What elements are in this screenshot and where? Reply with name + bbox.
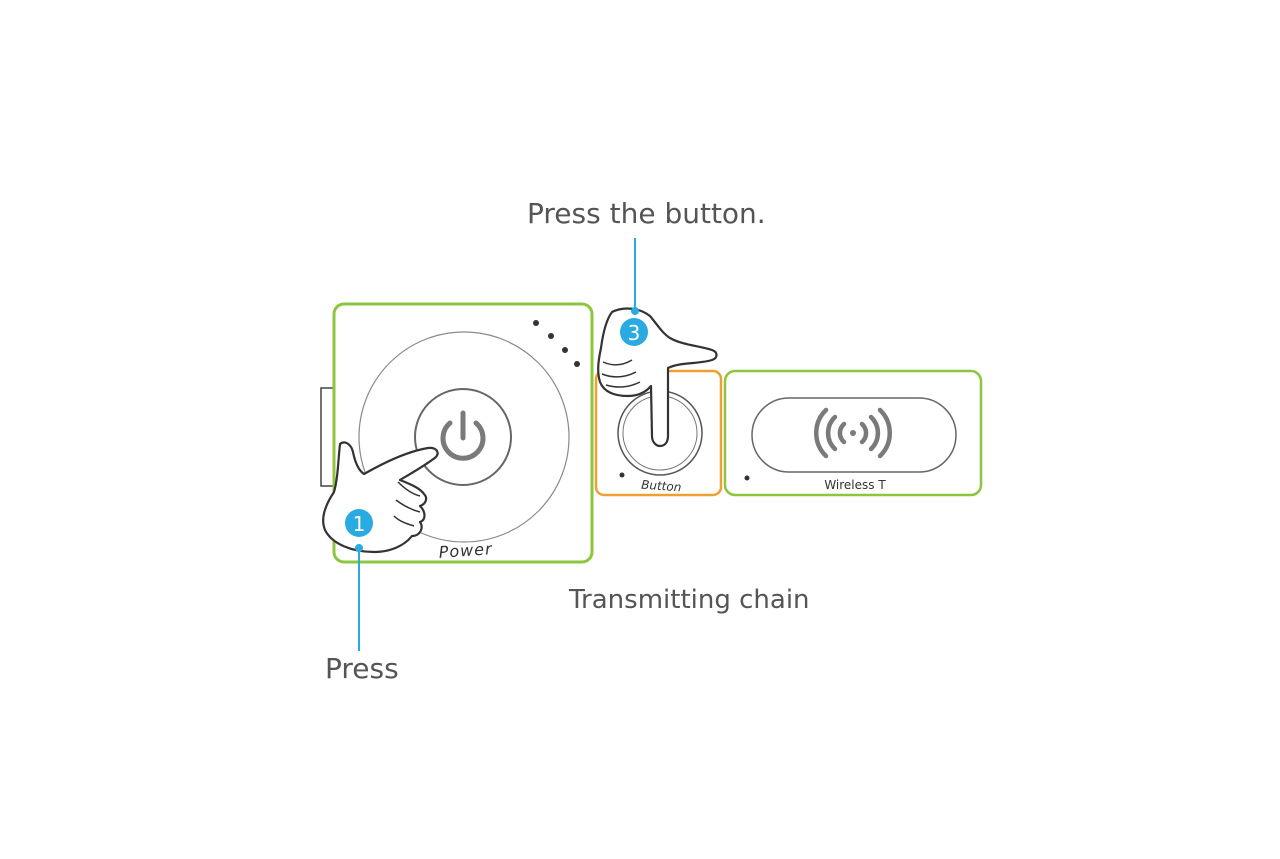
button-indicator-dot [619, 472, 625, 478]
callout-line-1 [355, 544, 363, 651]
button-label: Button [641, 478, 682, 495]
power-icon [440, 410, 486, 461]
wireless-label: Wireless T [824, 478, 886, 492]
button-module: Button [594, 369, 723, 497]
step-badge-3: 3 [620, 318, 648, 346]
step-badge-1: 1 [345, 509, 373, 537]
callout-line-3 [631, 238, 639, 315]
wireless-module: Wireless T [723, 369, 983, 497]
caption-press-button: Press the button. [527, 197, 766, 230]
power-button[interactable] [414, 388, 512, 486]
wireless-indicator-dot [744, 475, 750, 481]
wireless-signal-icon [814, 407, 892, 459]
caption-transmitting-chain: Transmitting chain [569, 585, 810, 615]
power-label: Power [438, 539, 494, 562]
step-number-3: 3 [628, 321, 641, 345]
step-number-1: 1 [353, 512, 366, 536]
caption-press: Press [325, 652, 399, 685]
power-indicator-dots [533, 320, 580, 367]
